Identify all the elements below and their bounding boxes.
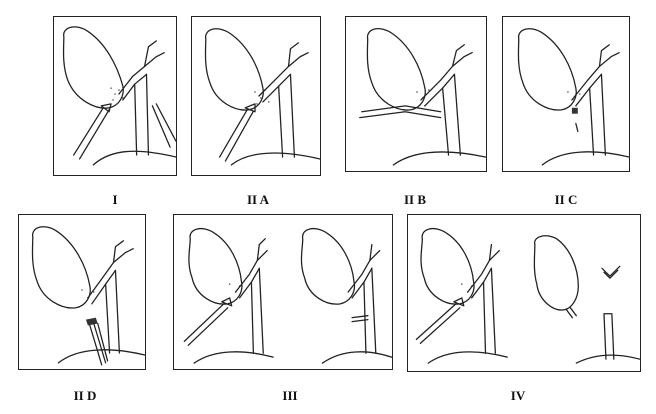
label-type-iic: II C [536,192,596,208]
label-type-iid: II D [55,388,115,404]
label-type-iib: II B [385,192,445,208]
label-type-iii: III [260,388,320,404]
panel-type-i [53,16,177,176]
label-type-iv: IV [488,388,548,404]
panel-type-iv [407,214,641,372]
illustration-type-iv [408,215,640,371]
illustration-type-i [54,17,176,175]
panel-type-iid [18,214,146,370]
illustration-type-iic [503,17,629,171]
panel-type-iib [345,16,487,172]
label-type-i: I [85,192,145,208]
panel-type-iii [173,214,393,370]
illustration-type-iid [19,215,145,369]
illustration-type-iia [192,17,320,175]
panel-type-iic [502,16,630,172]
label-type-iia: II A [228,192,288,208]
illustration-type-iii [174,215,392,369]
illustration-type-iib [346,17,486,171]
panel-type-iia [191,16,321,176]
